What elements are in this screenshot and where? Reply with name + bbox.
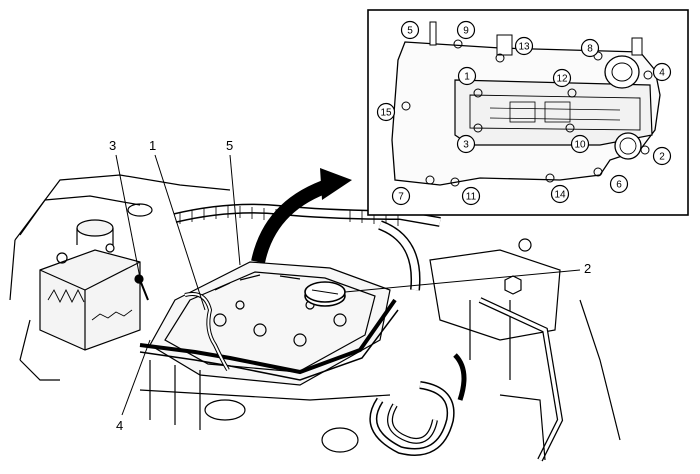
sequence-label-6: 6 <box>616 180 622 191</box>
sequence-label-14: 14 <box>554 190 566 201</box>
callout-5: 5 <box>226 138 233 153</box>
sequence-bubble-13 <box>514 36 534 56</box>
sequence-label-7: 7 <box>398 192 404 203</box>
sequence-bubble-14 <box>550 184 570 204</box>
sequence-label-11: 11 <box>466 192 477 203</box>
sequence-label-2: 2 <box>659 152 665 163</box>
sequence-bubble-7 <box>391 186 411 206</box>
sequence-bubble-8 <box>580 38 600 58</box>
sequence-label-10: 10 <box>574 140 586 151</box>
engine-bay-illustration <box>9 174 621 462</box>
sequence-bubble-4 <box>652 62 672 82</box>
callout-3: 3 <box>109 138 116 153</box>
sequence-bubble-2 <box>652 146 672 166</box>
sequence-bubble-15 <box>376 102 396 122</box>
sequence-label-15: 15 <box>380 108 392 119</box>
sequence-label-12: 12 <box>556 74 568 85</box>
sequence-bubble-12 <box>552 68 572 88</box>
sequence-bubble-5 <box>400 20 420 40</box>
callout-2: 2 <box>584 261 591 276</box>
sequence-bubble-6 <box>609 174 629 194</box>
sequence-label-9: 9 <box>463 26 469 37</box>
sequence-label-13: 13 <box>518 42 530 53</box>
sequence-bubble-9 <box>456 20 476 40</box>
sequence-bubble-11 <box>461 186 481 206</box>
sequence-label-8: 8 <box>587 44 593 55</box>
callout-arrow <box>251 168 352 264</box>
sequence-bubble-10 <box>570 134 590 154</box>
sequence-bubble-3 <box>456 134 476 154</box>
sequence-label-3: 3 <box>463 140 469 151</box>
callout-4: 4 <box>116 418 123 433</box>
sequence-label-1: 1 <box>464 72 470 83</box>
sequence-bubble-1 <box>457 66 477 86</box>
callout-leaders <box>115 154 581 416</box>
sequence-label-5: 5 <box>407 26 413 37</box>
callout-1: 1 <box>149 138 156 153</box>
sequence-label-4: 4 <box>659 68 665 79</box>
